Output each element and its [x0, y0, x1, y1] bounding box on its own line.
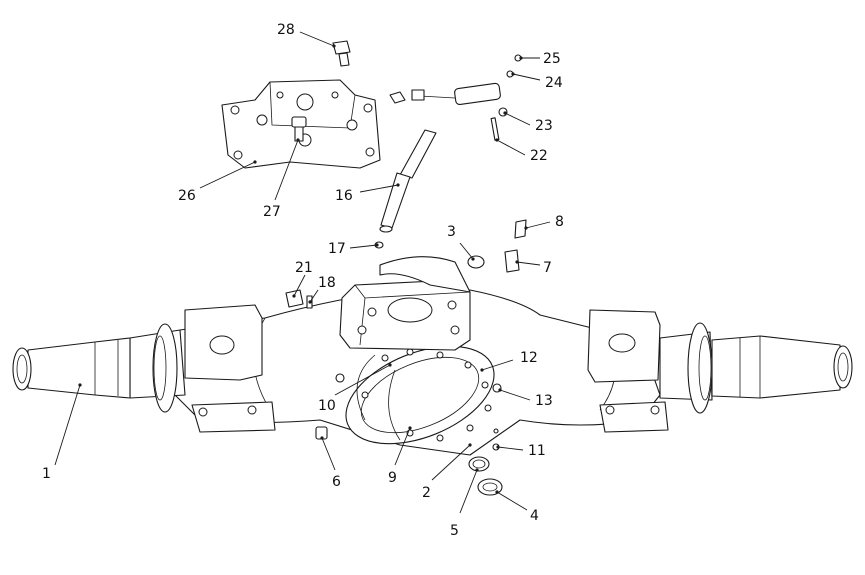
callout-5: 5 [450, 523, 459, 539]
bolt-28 [332, 40, 351, 67]
carrier-ring [345, 345, 495, 445]
bolt-27 [291, 116, 307, 142]
callout-27: 27 [263, 204, 281, 220]
callout-25: 25 [543, 51, 561, 67]
callout-11: 11 [528, 443, 546, 459]
callout-7: 7 [543, 260, 552, 276]
callout-4: 4 [530, 508, 539, 524]
callout-26: 26 [178, 188, 196, 204]
callout-17: 17 [328, 241, 346, 257]
callout-8: 8 [555, 214, 564, 230]
shock-absorber [389, 54, 522, 141]
callout-12: 12 [520, 350, 538, 366]
callout-9: 9 [388, 470, 397, 486]
left-spindle [12, 323, 186, 413]
callout-23: 23 [535, 118, 553, 134]
left-spring-pad [184, 304, 276, 433]
callout-2: 2 [422, 485, 431, 501]
callout-16: 16 [335, 188, 353, 204]
right-spindle [659, 322, 853, 414]
leader-lines [54, 31, 551, 514]
top-mount-block [339, 256, 471, 351]
callout-22: 22 [530, 148, 548, 164]
callout-labels: 1 2 3 4 5 6 7 8 9 10 11 12 13 16 17 18 2… [42, 22, 564, 539]
right-spring-pad [587, 309, 669, 433]
callout-24: 24 [545, 75, 563, 91]
callout-13: 13 [535, 393, 553, 409]
callout-28: 28 [277, 22, 295, 38]
callout-21: 21 [295, 260, 313, 276]
callout-10: 10 [318, 398, 336, 414]
callout-6: 6 [332, 474, 341, 490]
shaft-16 [379, 129, 437, 233]
callout-18: 18 [318, 275, 336, 291]
callout-3: 3 [447, 224, 456, 240]
callout-1: 1 [42, 466, 51, 482]
